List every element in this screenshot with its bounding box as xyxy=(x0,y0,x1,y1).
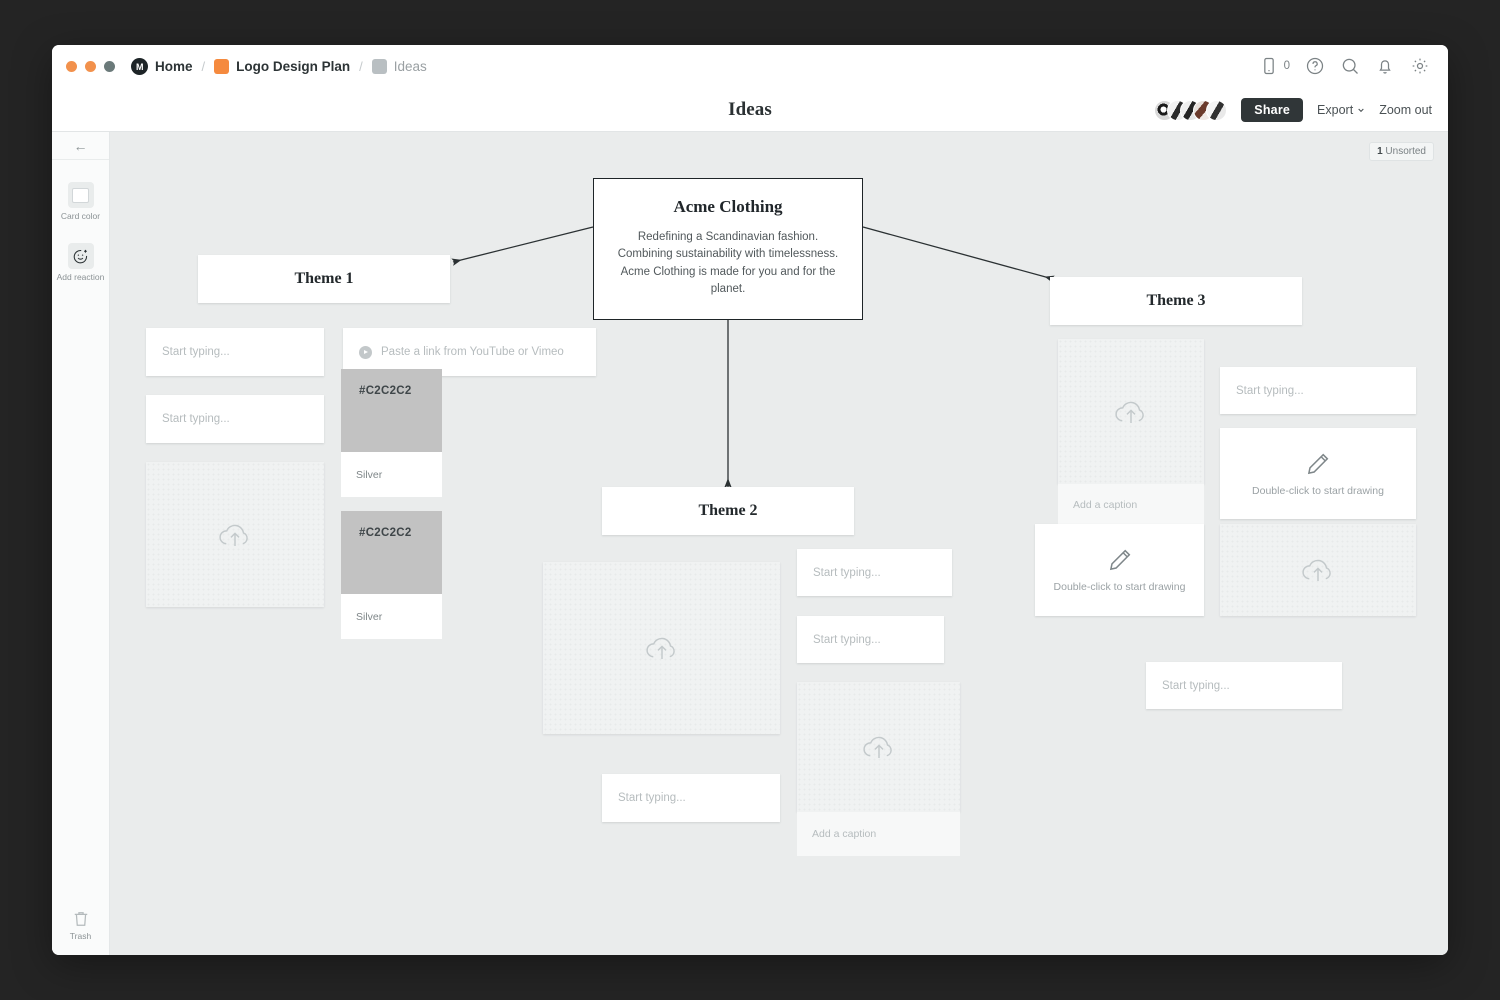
window-controls[interactable] xyxy=(66,61,115,72)
add-reaction-tool[interactable]: Add reaction xyxy=(52,243,109,282)
theme-3-drawing-card-2[interactable]: Double-click to start drawing xyxy=(1035,524,1204,616)
breadcrumb-separator: / xyxy=(359,59,363,74)
play-icon xyxy=(359,345,372,359)
theme-3-card[interactable]: Theme 3 xyxy=(1050,277,1302,325)
maximize-button[interactable] xyxy=(104,61,115,72)
help-icon[interactable] xyxy=(1305,56,1325,76)
theme-2-text-card-2[interactable]: Start typing... xyxy=(797,616,944,663)
breadcrumb-label-ideas: Ideas xyxy=(393,59,427,74)
breadcrumb-item-ideas[interactable]: Ideas xyxy=(371,59,427,74)
breadcrumb-item-logo-design-plan[interactable]: Logo Design Plan xyxy=(214,59,350,74)
zoom-out-button[interactable]: Zoom out xyxy=(1379,103,1432,117)
bell-icon[interactable] xyxy=(1375,56,1395,76)
cloud-upload-icon xyxy=(857,725,901,769)
theme-3-text-card-2[interactable]: Start typing... xyxy=(1146,662,1342,709)
swatch-name-2: Silver xyxy=(341,594,442,639)
unsorted-label: Unsorted xyxy=(1385,146,1426,157)
page-title: Ideas xyxy=(728,98,772,120)
swatch-hex-2: #C2C2C2 xyxy=(341,511,442,594)
breadcrumb-label-logo-design-plan: Logo Design Plan xyxy=(236,59,351,74)
theme-3-text-card-1[interactable]: Start typing... xyxy=(1220,367,1416,414)
export-label: Export xyxy=(1317,103,1354,117)
theme-2-text-card-1[interactable]: Start typing... xyxy=(797,549,952,596)
cloud-upload-icon xyxy=(640,626,684,670)
titlebar: M Home / Logo Design Plan / Ideas xyxy=(52,45,1448,88)
export-dropdown[interactable]: Export xyxy=(1317,103,1365,117)
theme-2-caption[interactable]: Add a caption xyxy=(797,812,960,856)
breadcrumb: M Home / Logo Design Plan / Ideas xyxy=(131,58,427,75)
orange-swatch-icon xyxy=(214,59,230,74)
back-button[interactable]: ← xyxy=(52,132,109,160)
unsorted-count: 1 xyxy=(1377,146,1383,157)
theme-1-card[interactable]: Theme 1 xyxy=(198,255,450,303)
board-canvas[interactable]: 1 Unsorted Acme Clothing xyxy=(110,132,1448,955)
avatar[interactable] xyxy=(1206,99,1228,121)
gray-swatch-icon xyxy=(371,59,387,74)
cloud-upload-icon xyxy=(1109,390,1153,434)
theme-2-upload-area[interactable] xyxy=(797,682,960,812)
trash-tool[interactable]: Trash xyxy=(52,909,109,941)
avatar-group[interactable] xyxy=(1154,99,1228,121)
theme-3-upload-card-captioned[interactable]: Add a caption xyxy=(1058,339,1204,526)
phone-icon xyxy=(1259,56,1279,76)
unsorted-badge[interactable]: 1 Unsorted xyxy=(1369,142,1434,161)
logo-monogram-icon: M xyxy=(131,58,148,75)
theme-1-swatch-card-1[interactable]: #C2C2C2 Silver xyxy=(341,369,442,497)
minimize-button[interactable] xyxy=(85,61,96,72)
theme-3-upload-area[interactable] xyxy=(1058,339,1204,484)
titlebar-icons: 0 xyxy=(1259,56,1430,76)
drawing-placeholder: Double-click to start drawing xyxy=(1252,484,1384,497)
phone-count: 0 xyxy=(1283,60,1290,72)
app-body: ← Card color Add reaction xyxy=(52,132,1448,955)
theme-2-upload-card-captioned[interactable]: Add a caption xyxy=(797,682,960,856)
theme-1-upload-card[interactable] xyxy=(146,462,324,607)
theme-3-caption[interactable]: Add a caption xyxy=(1058,484,1204,526)
swatch-hex-1: #C2C2C2 xyxy=(341,369,442,452)
breadcrumb-label-home: Home xyxy=(155,59,193,74)
pencil-icon xyxy=(1305,451,1331,477)
trash-label: Trash xyxy=(69,930,92,941)
header-actions: Share Export Zoom out xyxy=(1154,88,1432,132)
card-color-swatch-icon xyxy=(67,182,94,208)
cloud-upload-icon xyxy=(1296,548,1340,592)
theme-1-text-card-2[interactable]: Start typing... xyxy=(146,395,324,443)
theme-1-text-card-1[interactable]: Start typing... xyxy=(146,328,324,376)
root-card-body: Redefining a Scandinavian fashion. Combi… xyxy=(617,231,839,296)
root-card-title: Acme Clothing xyxy=(673,197,783,216)
theme-2-card[interactable]: Theme 2 xyxy=(602,487,854,535)
left-sidebar: ← Card color Add reaction xyxy=(52,132,110,955)
theme-2-text-card-3[interactable]: Start typing... xyxy=(602,774,780,822)
trash-icon xyxy=(74,911,87,926)
close-button[interactable] xyxy=(66,61,77,72)
card-color-label: Card color xyxy=(60,211,101,221)
card-color-tool[interactable]: Card color xyxy=(52,182,109,221)
swatch-name-1: Silver xyxy=(341,452,442,497)
pencil-icon xyxy=(1107,547,1133,573)
theme-1-video-card[interactable]: Paste a link from YouTube or Vimeo xyxy=(343,328,596,376)
video-placeholder: Paste a link from YouTube or Vimeo xyxy=(381,346,564,358)
drawing-placeholder: Double-click to start drawing xyxy=(1053,581,1186,593)
share-button[interactable]: Share xyxy=(1241,98,1304,122)
search-icon[interactable] xyxy=(1340,56,1360,76)
chevron-down-icon xyxy=(1358,108,1364,113)
app-window: M Home / Logo Design Plan / Ideas xyxy=(52,45,1448,955)
breadcrumb-separator: / xyxy=(201,59,206,74)
add-reaction-label: Add reaction xyxy=(56,272,105,283)
theme-2-upload-card-large[interactable] xyxy=(543,562,780,734)
phone-preview-button[interactable]: 0 xyxy=(1259,56,1290,76)
gear-icon[interactable] xyxy=(1410,56,1430,76)
cloud-upload-icon xyxy=(213,513,257,557)
breadcrumb-item-home[interactable]: M Home xyxy=(131,58,193,75)
header-bar: Ideas Share Export Zoom out xyxy=(52,88,1448,132)
root-card[interactable]: Acme Clothing Redefining a Scandinavian … xyxy=(593,178,863,320)
theme-3-drawing-card-1[interactable]: Double-click to start drawing xyxy=(1220,428,1416,519)
smiley-plus-icon xyxy=(67,243,94,270)
theme-3-upload-card[interactable] xyxy=(1220,524,1416,616)
theme-1-swatch-card-2[interactable]: #C2C2C2 Silver xyxy=(341,511,442,639)
